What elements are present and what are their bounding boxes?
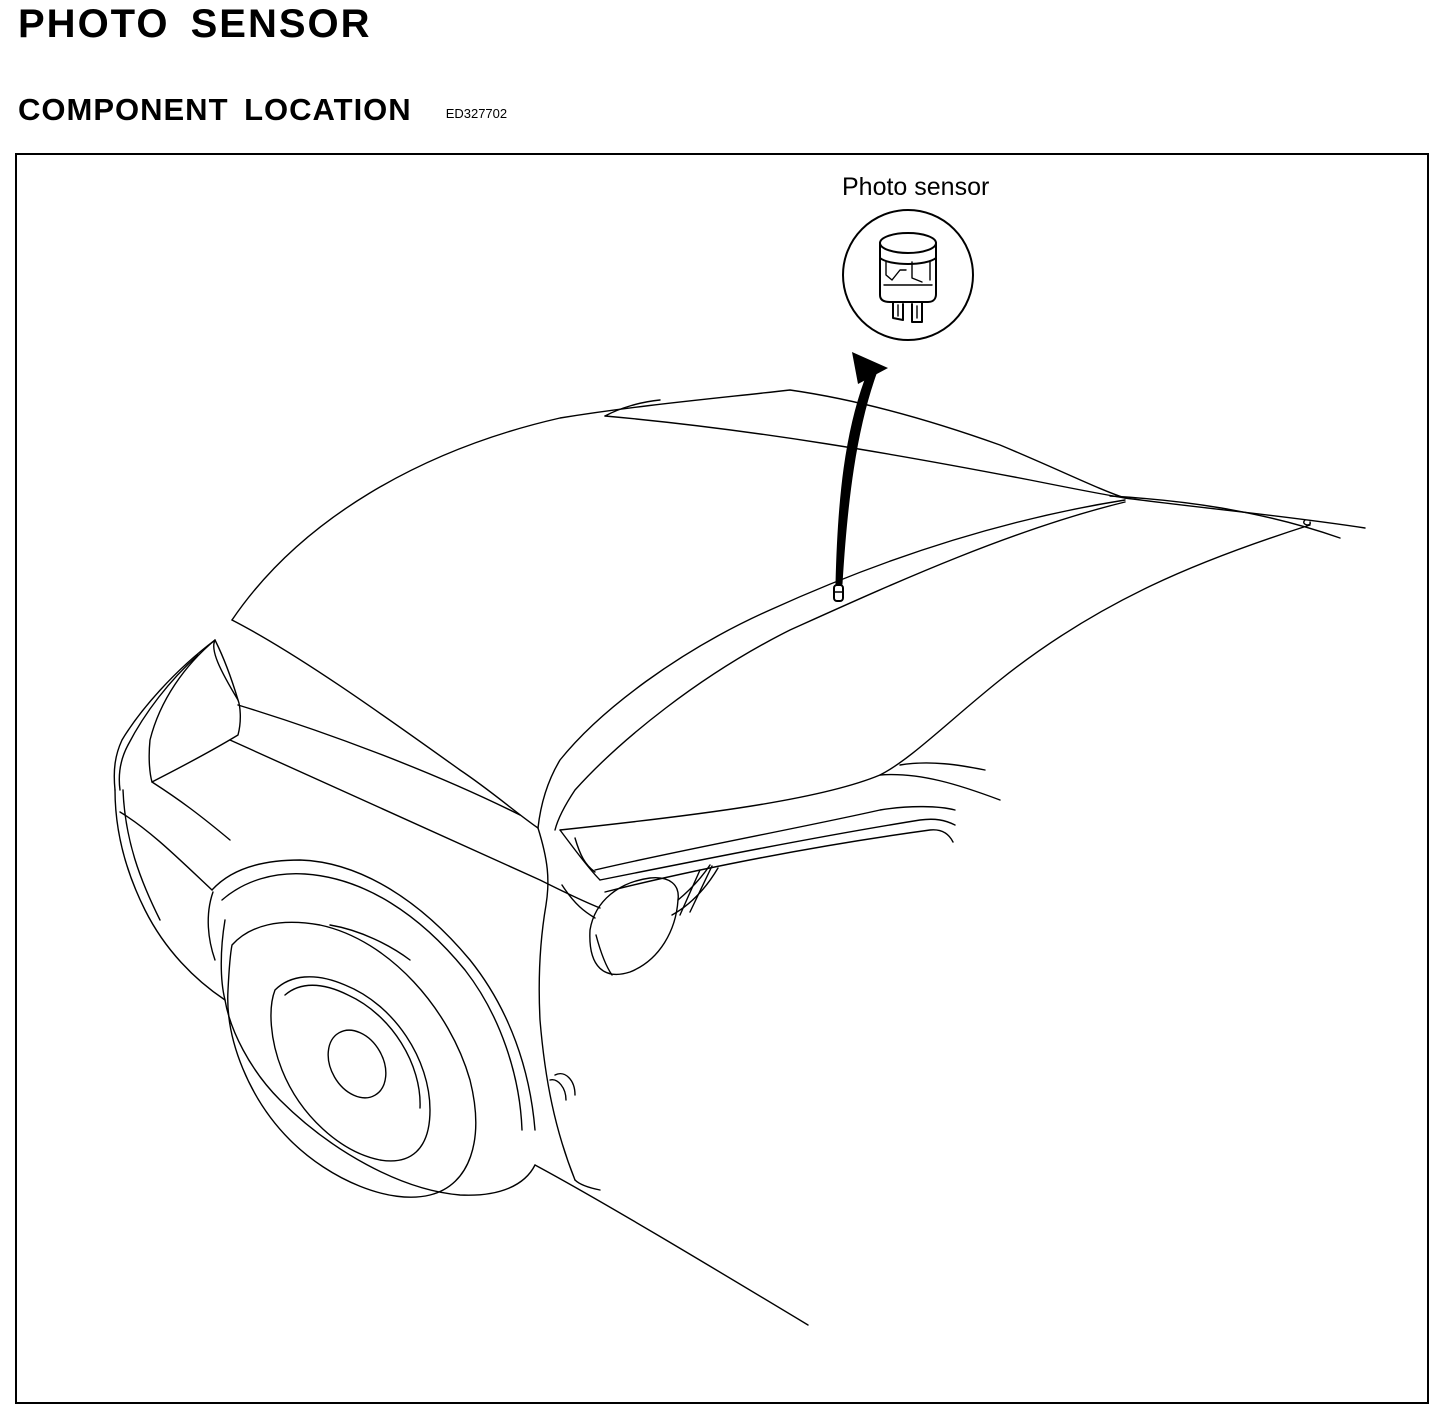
photo-sensor-detail <box>842 209 974 341</box>
callout-arrow <box>835 352 888 585</box>
section-header: COMPONENT LOCATION ED327702 <box>18 90 507 130</box>
car-outline-drawing <box>113 389 1366 1326</box>
figure-frame <box>15 153 1429 1404</box>
page-title: PHOTO SENSOR <box>18 2 372 46</box>
sensor-location-marker <box>833 584 844 602</box>
figure-reference-code: ED327702 <box>445 106 508 121</box>
section-title: COMPONENT LOCATION <box>18 92 412 127</box>
photo-sensor-callout-label: Photo sensor <box>842 173 990 201</box>
